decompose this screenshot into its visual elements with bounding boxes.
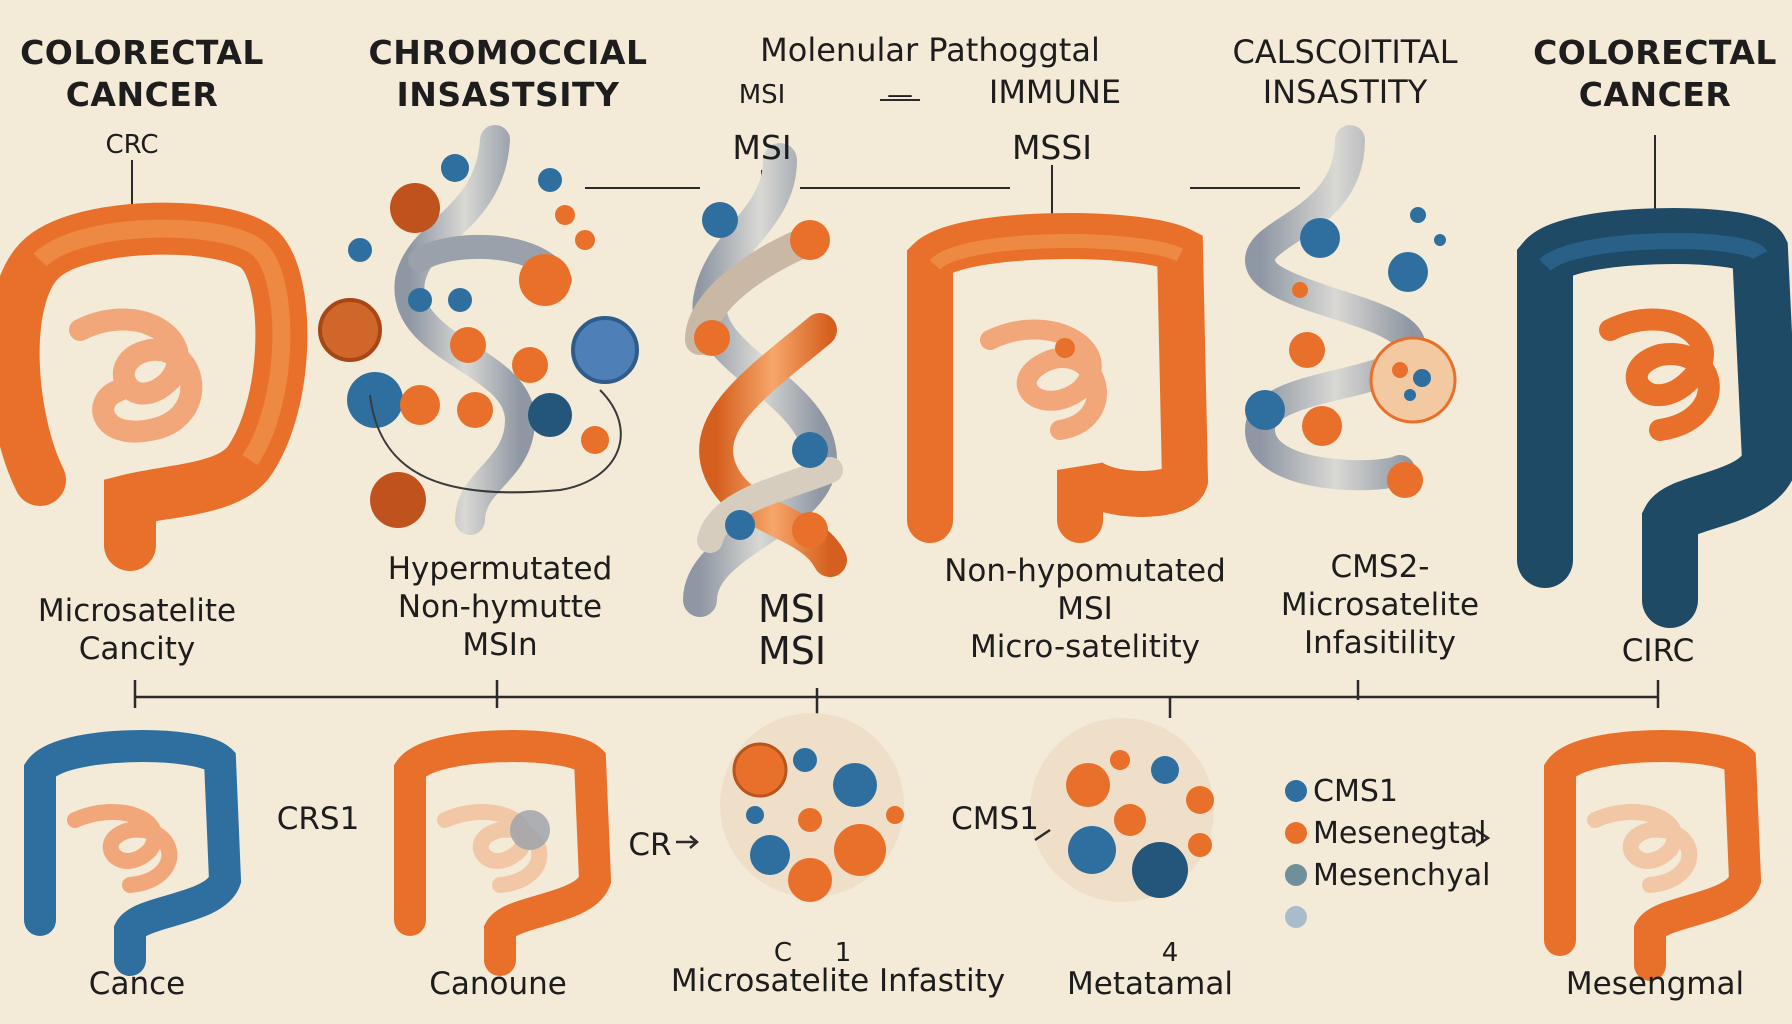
header-immune: IMMUNE <box>988 73 1122 111</box>
label-crs1: CRS1 <box>276 801 360 837</box>
bottom-caption-4: Metatamal <box>1067 966 1233 1002</box>
header-colorectal-cancer-right: COLORECTAL CANCER <box>1533 33 1777 114</box>
header-molecular-pathology: Molenular Pathoggtal <box>760 31 1100 69</box>
bottom-caption-2: Canoune <box>429 966 567 1002</box>
colon-bottom-1 <box>24 730 242 976</box>
legend-label: Mesenchyal <box>1313 857 1491 893</box>
dna-helix-chromosomal <box>318 125 639 535</box>
legend-label: Mesenegtal <box>1313 815 1487 851</box>
legend-item: CMS1 <box>1285 770 1490 812</box>
timeline <box>133 680 1660 718</box>
caption-col-4: Non-hypomutated MSI Micro-satelitity <box>944 553 1226 665</box>
connector-lines <box>125 99 1662 240</box>
label-dash: — <box>887 80 913 110</box>
caption-col-6: CIRC <box>1621 633 1695 669</box>
bottom-caption-1: Cance <box>88 966 186 1002</box>
header-chromosomal-instability: CHROMOCCIAL INSASTSITY <box>368 33 648 114</box>
caption-col-1: Microsatelite Cancity <box>37 593 237 667</box>
legend-swatch <box>1285 906 1307 928</box>
caption-col-5: CMS2- Microsatelite Infasitility <box>1280 549 1480 661</box>
label-cms1-bottom: CMS1 <box>951 801 1039 837</box>
label-cr: CR <box>628 827 672 863</box>
caption-col-3: MSI MSI <box>757 587 827 673</box>
legend-swatch <box>1285 822 1307 844</box>
number-4: 4 <box>1161 938 1179 968</box>
caption-col-2: Hypermutated Non-hymutte MSIn <box>387 551 613 663</box>
colon-bottom-3 <box>1544 730 1762 981</box>
legend: CMS1 Mesenegtal Mesenchyal <box>1285 770 1490 938</box>
dna-helix-msi <box>683 143 847 617</box>
flow-arrows <box>676 828 1491 849</box>
header-calscoitital-instability: CALSCOITITAL INSASTITY <box>1232 33 1458 111</box>
label-msi-small: MSI <box>738 80 786 110</box>
legend-label: CMS1 <box>1313 773 1398 809</box>
dna-helix-cms2 <box>1244 125 1457 498</box>
label-mssi-mid: MSSI <box>1011 128 1093 167</box>
legend-item <box>1285 896 1490 938</box>
colon-illustration-6 <box>1517 208 1792 628</box>
cell-cluster-2 <box>1030 718 1214 902</box>
cell-cluster-1 <box>720 713 904 902</box>
header-colorectal-cancer-left: COLORECTAL CANCER <box>20 33 264 114</box>
legend-swatch <box>1285 864 1307 886</box>
number-c: C <box>773 938 793 968</box>
label-msi-mid: MSI <box>732 128 792 167</box>
colon-illustration-1 <box>0 202 308 571</box>
legend-swatch <box>1285 780 1307 802</box>
legend-item: Mesenchyal <box>1285 854 1490 896</box>
bottom-caption-5: Mesengmal <box>1565 966 1745 1002</box>
number-1: 1 <box>834 938 852 968</box>
label-crc-top: CRC <box>105 130 159 160</box>
colon-bottom-2 <box>394 730 612 976</box>
legend-item: Mesenegtal <box>1285 812 1490 854</box>
bottom-caption-3: Microsatelite Infastity <box>670 963 1006 999</box>
colon-illustration-immune <box>907 213 1209 543</box>
